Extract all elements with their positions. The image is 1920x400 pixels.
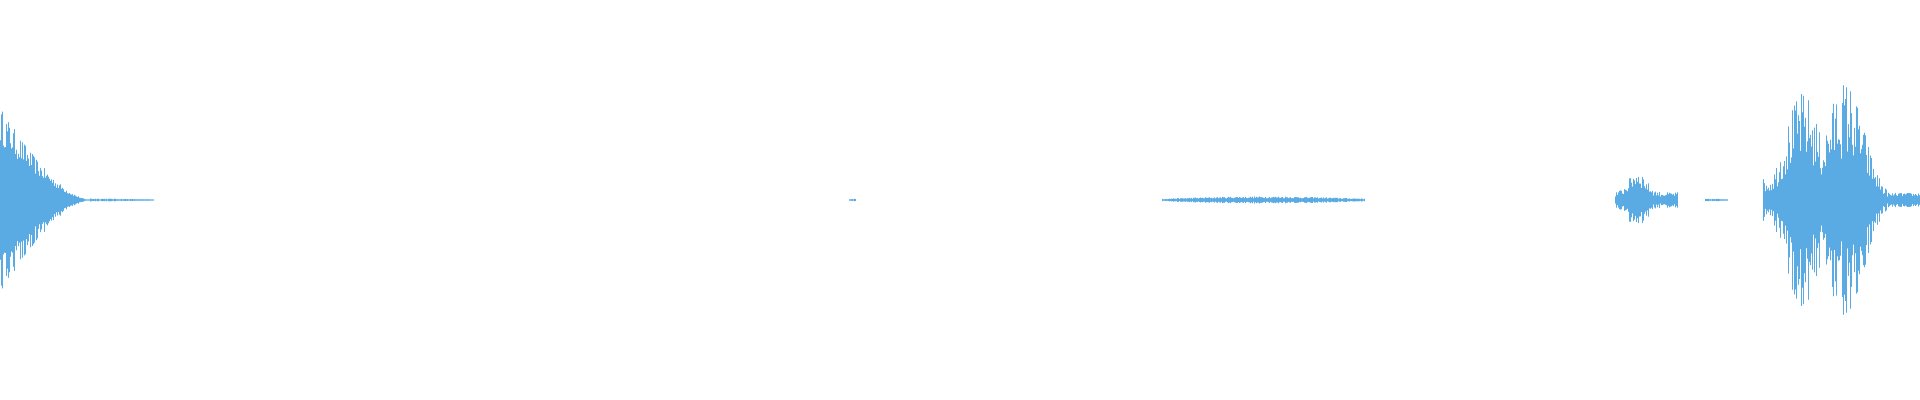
waveform-path xyxy=(1615,176,1678,224)
waveform-path xyxy=(849,198,856,202)
waveform-segment-burst-1 xyxy=(0,111,154,289)
waveform-segment-blip-1 xyxy=(849,198,856,202)
waveform-path xyxy=(1162,196,1365,204)
waveform-segment-blip-2 xyxy=(1705,198,1728,202)
waveform-path xyxy=(1705,198,1728,202)
waveform-segment-burst-2 xyxy=(1615,176,1678,224)
waveform-segment-low-hum xyxy=(1162,196,1365,204)
waveform-path xyxy=(0,111,154,289)
waveform-segment-burst-3 xyxy=(1763,85,1920,315)
waveform-path xyxy=(1763,85,1920,315)
